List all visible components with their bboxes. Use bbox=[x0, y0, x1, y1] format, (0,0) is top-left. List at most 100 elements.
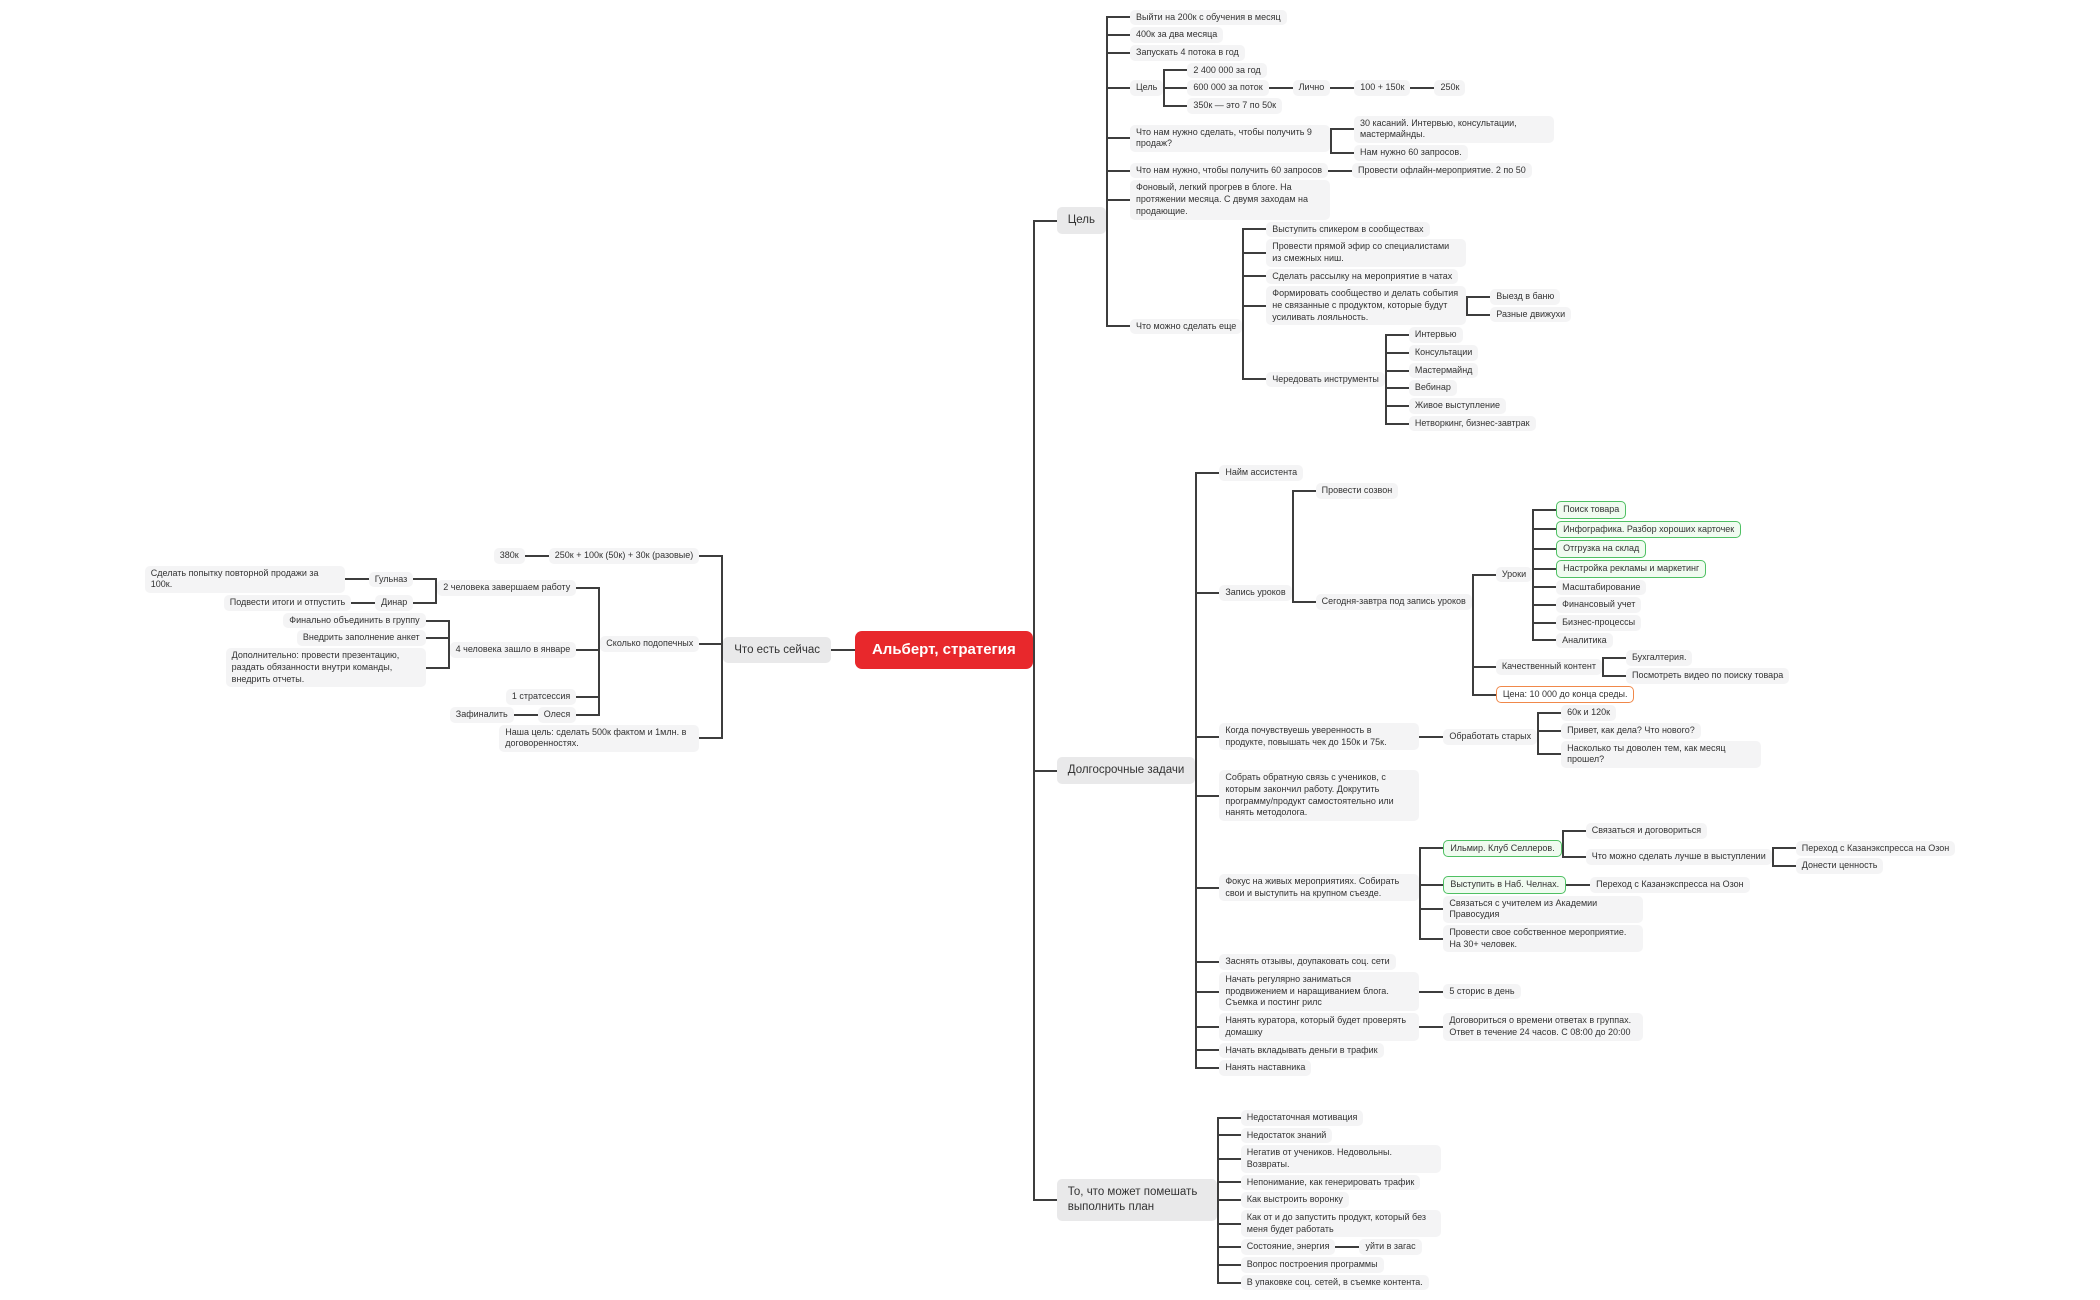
topic[interactable]: 250к + 100к (50к) + 30к (разовые) bbox=[548, 548, 700, 564]
topic[interactable]: Начать регулярно заниматься продвижением… bbox=[1219, 972, 1420, 1012]
topic[interactable]: Что нам нужно сделать, чтобы получить 9 … bbox=[1130, 124, 1331, 152]
topic[interactable]: Как выстроить воронку bbox=[1240, 1192, 1349, 1208]
central-topic[interactable]: Альберт, стратегия bbox=[854, 631, 1033, 669]
topic[interactable]: уйти в загас bbox=[1359, 1239, 1422, 1256]
topic[interactable]: Привет, как дела? Что нового? bbox=[1561, 723, 1701, 739]
topic[interactable]: Что нам нужно, чтобы получить 60 запросо… bbox=[1130, 162, 1328, 179]
topic[interactable]: Найм ассистента bbox=[1219, 465, 1304, 482]
highlighted-topic[interactable]: Ильмир. Клуб Селлеров. bbox=[1443, 839, 1562, 858]
topic[interactable]: Мастермайнд bbox=[1408, 362, 1479, 379]
topic[interactable]: Обработать старых bbox=[1443, 728, 1538, 745]
topic[interactable]: Бухгалтерия. bbox=[1625, 650, 1693, 666]
topic[interactable]: Вопрос построения программы bbox=[1240, 1257, 1384, 1273]
topic[interactable]: Сколько подопечных bbox=[600, 636, 700, 652]
highlighted-topic[interactable]: Настройка рекламы и маркетинг bbox=[1556, 559, 1707, 578]
topic[interactable]: Провести офлайн-мероприятие. 2 по 50 bbox=[1352, 162, 1532, 179]
topic[interactable]: Аналитика bbox=[1556, 632, 1613, 649]
topic[interactable]: Лично bbox=[1292, 80, 1331, 96]
topic[interactable]: Собрать обратную связь с учеников, с кот… bbox=[1219, 770, 1420, 821]
topic[interactable]: Олеся bbox=[537, 706, 577, 723]
topic[interactable]: Переход с Казанэкспресса на Озон bbox=[1590, 876, 1750, 893]
topic[interactable]: Чередовать инструменты bbox=[1266, 371, 1385, 388]
highlighted-topic[interactable]: Отгрузка на склад bbox=[1556, 540, 1647, 558]
topic[interactable]: Консультации bbox=[1408, 345, 1479, 361]
topic[interactable]: Формировать сообщество и делать события … bbox=[1266, 286, 1467, 326]
topic[interactable]: Провести созвон bbox=[1315, 483, 1399, 499]
topic[interactable]: Что можно сделать еще bbox=[1130, 318, 1243, 335]
topic[interactable]: В упаковке соц. сетей, в съемке контента… bbox=[1240, 1274, 1429, 1291]
topic[interactable]: Вебинар bbox=[1408, 380, 1457, 397]
topic[interactable]: 2 400 000 за год bbox=[1187, 62, 1267, 79]
topic[interactable]: Нанять куратора, который будет проверять… bbox=[1219, 1013, 1420, 1041]
topic[interactable]: 4 человека зашло в январе bbox=[449, 642, 577, 658]
topic[interactable]: Качественный контент bbox=[1495, 659, 1602, 675]
topic[interactable]: Зафиналить bbox=[449, 706, 514, 723]
topic[interactable]: Что можно сделать лучше в выступлении bbox=[1585, 849, 1772, 866]
topic[interactable]: 100 + 150к bbox=[1354, 80, 1411, 96]
topic[interactable]: Живое выступление bbox=[1408, 398, 1506, 414]
topic[interactable]: Сделать рассылку на мероприятие в чатах bbox=[1266, 268, 1459, 285]
topic[interactable]: Дополнительно: провести презентацию, раз… bbox=[225, 648, 426, 688]
topic[interactable]: Разные движухи bbox=[1490, 306, 1572, 323]
topic[interactable]: Интервью bbox=[1408, 327, 1463, 343]
topic[interactable]: 380к bbox=[493, 548, 525, 564]
topic[interactable]: Провести свое собственное мероприятие. Н… bbox=[1443, 925, 1644, 953]
topic[interactable]: Уроки bbox=[1495, 566, 1533, 583]
topic[interactable]: Как от и до запустить продукт, который б… bbox=[1240, 1210, 1441, 1238]
topic[interactable]: Недостаток знаний bbox=[1240, 1127, 1333, 1144]
topic[interactable]: Непонимание, как генерировать трафик bbox=[1240, 1174, 1421, 1191]
topic[interactable]: Бизнес-процессы bbox=[1556, 614, 1642, 631]
topic[interactable]: Фокус на живых мероприятиях. Собирать св… bbox=[1219, 873, 1420, 902]
topic[interactable]: Выступить спикером в сообществах bbox=[1266, 221, 1430, 238]
topic[interactable]: Связаться и договориться bbox=[1585, 822, 1708, 839]
topic[interactable]: 400к за два месяца bbox=[1130, 27, 1224, 43]
topic[interactable]: Масштабирование bbox=[1556, 579, 1647, 596]
topic[interactable]: 60к и 120к bbox=[1561, 705, 1617, 722]
topic[interactable]: Запускать 4 потока в год bbox=[1130, 44, 1245, 61]
topic[interactable]: Выйти на 200к с обучения в месяц bbox=[1130, 9, 1287, 26]
main-topic[interactable]: Что есть сейчас bbox=[723, 636, 831, 664]
topic[interactable]: Подвести итоги и отпустить bbox=[223, 595, 352, 611]
topic[interactable]: Заснять отзывы, доупаковать соц. сети bbox=[1219, 954, 1396, 971]
main-topic[interactable]: Долгосрочные задачи bbox=[1056, 757, 1196, 785]
highlighted-topic[interactable]: Выступить в Наб. Челнах. bbox=[1443, 875, 1567, 894]
topic[interactable]: Запись уроков bbox=[1219, 585, 1292, 602]
topic[interactable]: Начать вкладывать деньги в трафик bbox=[1219, 1042, 1384, 1059]
topic[interactable]: 5 сторис в день bbox=[1443, 983, 1521, 1000]
topic[interactable]: 30 касаний. Интервью, консультации, маст… bbox=[1354, 115, 1555, 144]
topic[interactable]: Переход с Казанэкспресса на Озон bbox=[1795, 840, 1956, 857]
topic[interactable]: Цель bbox=[1130, 80, 1164, 96]
topic[interactable]: Нетворкинг, бизнес-завтрак bbox=[1408, 415, 1536, 432]
topic[interactable]: Финально объединить в группу bbox=[283, 612, 426, 629]
topic[interactable]: Посмотреть видео по поиску товара bbox=[1625, 668, 1790, 684]
topic[interactable]: Договориться о времени ответах в группах… bbox=[1443, 1013, 1644, 1041]
topic[interactable]: 250к bbox=[1434, 80, 1466, 96]
topic[interactable]: Насколько ты доволен тем, как месяц прош… bbox=[1561, 740, 1762, 769]
topic[interactable]: Гульназ bbox=[368, 571, 414, 588]
topic[interactable]: Выезд в баню bbox=[1490, 289, 1561, 305]
topic[interactable]: Когда почувствуешь уверенность в продукт… bbox=[1219, 723, 1420, 751]
price-topic[interactable]: Цена: 10 000 до конца среды. bbox=[1495, 685, 1635, 704]
highlighted-topic[interactable]: Поиск товара bbox=[1556, 500, 1627, 519]
topic[interactable]: Фоновый, легкий прогрев в блоге. На прот… bbox=[1130, 180, 1331, 220]
main-topic[interactable]: Цель bbox=[1056, 207, 1107, 234]
main-topic[interactable]: То, что может помешать выполнить план bbox=[1056, 1179, 1217, 1222]
topic[interactable]: Нам нужно 60 запросов. bbox=[1354, 145, 1468, 161]
topic[interactable]: Наша цель: сделать 500к фактом и 1млн. в… bbox=[499, 724, 700, 752]
topic[interactable]: Сегодня-завтра под запись уроков bbox=[1315, 594, 1472, 610]
topic[interactable]: Сделать попытку повторной продажи за 100… bbox=[144, 565, 345, 594]
topic[interactable]: Негатив от учеников. Недовольны. Возврат… bbox=[1240, 1145, 1441, 1173]
topic[interactable]: Динар bbox=[375, 595, 414, 611]
topic[interactable]: Состояние, энергия bbox=[1240, 1239, 1336, 1256]
topic[interactable]: 350к — это 7 по 50к bbox=[1187, 98, 1283, 114]
topic[interactable]: Внедрить заполнение анкет bbox=[296, 630, 426, 647]
topic[interactable]: Финансовый учет bbox=[1556, 597, 1642, 613]
topic[interactable]: 1 стратсессия bbox=[505, 689, 577, 705]
topic[interactable]: 2 человека завершаем работу bbox=[437, 580, 577, 597]
topic[interactable]: Нанять наставника bbox=[1219, 1060, 1312, 1076]
topic[interactable]: Донести ценность bbox=[1795, 858, 1884, 874]
topic[interactable]: 600 000 за поток bbox=[1187, 80, 1269, 96]
highlighted-topic[interactable]: Инфографика. Разбор хороших карточек bbox=[1556, 520, 1742, 539]
topic[interactable]: Недостаточная мотивация bbox=[1240, 1109, 1364, 1126]
topic[interactable]: Провести прямой эфир со специалистами из… bbox=[1266, 239, 1467, 267]
